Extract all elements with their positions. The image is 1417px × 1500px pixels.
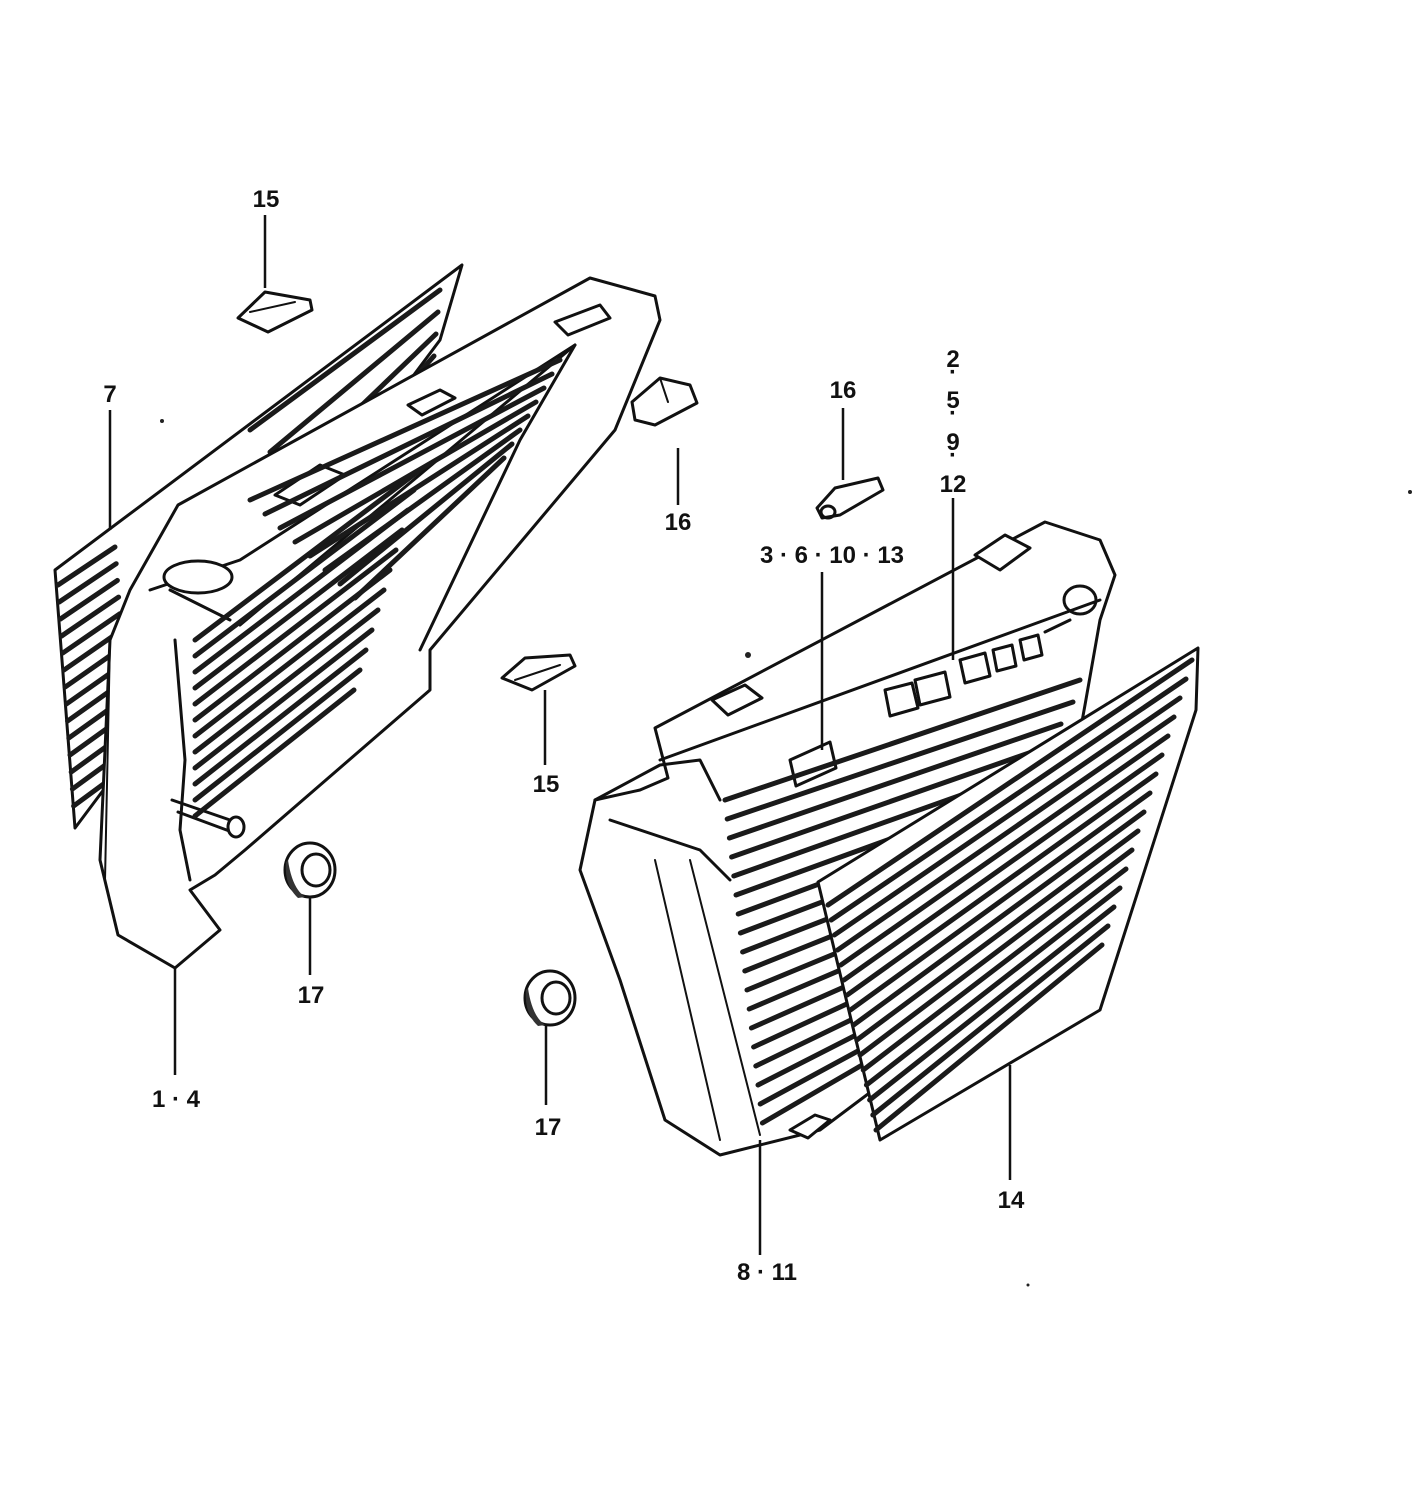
hatch-line <box>192 487 417 659</box>
hatch-line <box>59 594 122 639</box>
hatch-line <box>863 885 1123 1088</box>
label-5: 5 <box>946 387 959 414</box>
grommet-15-top <box>236 290 314 334</box>
hatch-line <box>841 752 1165 983</box>
label-7: 7 <box>103 381 116 408</box>
hatch-line <box>729 743 1052 860</box>
label-3-6-10-13: 3 · 6 · 10 · 13 <box>760 542 904 569</box>
left-frame-cover-1-4 <box>98 276 662 970</box>
cushion-17-left <box>283 841 337 899</box>
label-16-top: 16 <box>830 377 857 404</box>
right-cover-panel-14 <box>816 646 1200 1142</box>
hatch-line <box>56 561 119 605</box>
grommet-16-mid <box>815 476 885 520</box>
leader-lines <box>108 215 1012 1255</box>
hatch-line <box>726 721 1064 841</box>
hatch-line <box>192 667 363 803</box>
hatch-line <box>192 587 387 739</box>
hatch-line <box>860 866 1129 1073</box>
hatch-line <box>844 771 1159 998</box>
hatch-line <box>192 527 405 691</box>
hatch-line <box>873 942 1105 1133</box>
hatch-line <box>857 847 1135 1058</box>
hatch-line <box>831 695 1183 938</box>
hatch-line <box>838 733 1171 968</box>
hatch-line <box>57 577 120 622</box>
hatch-line <box>262 371 555 517</box>
callout-labels: 15 7 1 · 4 16 16 17 15 2 · 5 · 9 · 12 3 … <box>103 186 1025 1286</box>
label-15-center: 15 <box>533 771 560 798</box>
hatch-line <box>192 627 375 771</box>
hatch-line <box>870 923 1111 1118</box>
hatch-line <box>828 676 1189 923</box>
hatch-line <box>192 607 381 755</box>
hatch-line <box>322 427 523 573</box>
cushion-17-center <box>523 969 577 1027</box>
grommet-15-center <box>500 653 577 692</box>
hatch-line <box>277 385 547 531</box>
hatch-line <box>292 399 539 545</box>
hatch-line <box>192 547 399 707</box>
hatch-line <box>854 828 1141 1043</box>
hatch-line <box>724 699 1076 822</box>
hatch-line <box>867 904 1117 1103</box>
label-1-4: 1 · 4 <box>152 1086 201 1113</box>
hatch-line <box>722 677 1083 803</box>
label-8-11: 8 · 11 <box>737 1259 797 1286</box>
hatch-line <box>337 441 515 587</box>
hatch-line <box>60 611 123 656</box>
hatch-line <box>267 309 441 455</box>
label-12: 12 <box>940 471 967 498</box>
hatch-line <box>352 455 507 601</box>
label-17-center: 17 <box>535 1114 562 1141</box>
hatch-line <box>851 809 1147 1028</box>
label-2: 2 <box>946 346 959 373</box>
hatch-line <box>847 790 1153 1013</box>
hatch-line <box>55 544 118 588</box>
stack-dot-2: · <box>949 400 957 427</box>
label-16-mid: 16 <box>665 509 692 536</box>
stack-dot-3: · <box>949 442 957 469</box>
hatch-line <box>825 657 1195 908</box>
hatch-line <box>192 687 357 819</box>
hatch-line <box>835 714 1177 953</box>
label-14: 14 <box>998 1187 1025 1214</box>
grommet-16-upper <box>630 376 699 427</box>
stack-dot-1: · <box>949 359 957 386</box>
hatch-line <box>192 647 369 787</box>
hatch-line <box>247 357 563 503</box>
label-15-top: 15 <box>253 186 280 213</box>
hatch-line <box>307 413 531 559</box>
hatch-line <box>247 287 443 433</box>
hatch-line <box>192 467 423 643</box>
label-17-left: 17 <box>298 982 325 1009</box>
label-9: 9 <box>946 429 959 456</box>
